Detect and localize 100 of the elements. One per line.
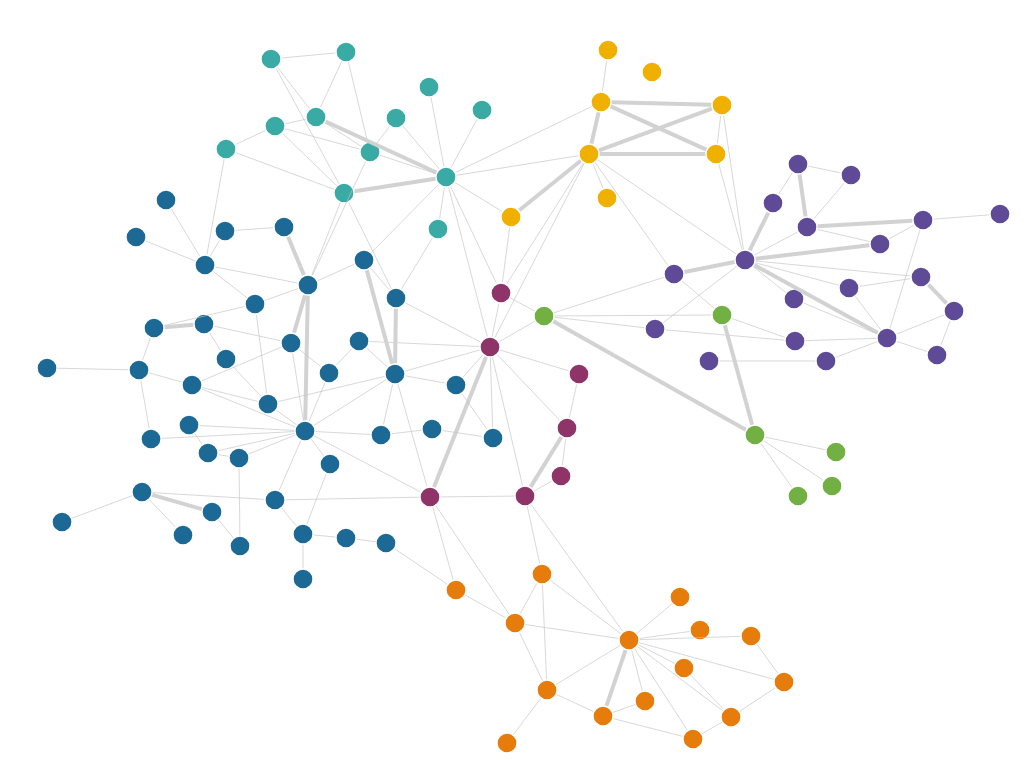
network-edge: [232, 366, 262, 397]
network-edge: [722, 324, 755, 426]
network-edge: [276, 409, 297, 426]
network-edge: [569, 384, 578, 418]
network-node: [178, 414, 200, 436]
network-node: [36, 357, 58, 379]
network-node: [197, 442, 219, 464]
network-node: [669, 586, 691, 608]
network-node: [375, 532, 397, 554]
network-edge: [303, 295, 310, 421]
network-node: [181, 374, 203, 396]
network-edge: [435, 505, 510, 615]
network-edge: [366, 347, 388, 368]
network-edge: [164, 306, 245, 326]
network-edge: [797, 174, 808, 217]
network-edge: [324, 122, 362, 147]
network-node: [762, 192, 784, 214]
network-edge: [756, 644, 779, 674]
network-edge: [519, 583, 538, 614]
network-edge: [71, 495, 133, 519]
network-edge: [206, 159, 225, 255]
network-node: [292, 523, 314, 545]
network-edge: [755, 260, 911, 277]
network-edge: [306, 473, 327, 525]
network-edge: [442, 430, 483, 437]
network-node: [500, 206, 522, 228]
network-edge: [405, 375, 446, 384]
network-edge: [594, 162, 669, 266]
network-node: [578, 143, 600, 165]
network-node: [531, 563, 553, 585]
network-edge: [636, 603, 673, 634]
network-edge: [760, 443, 793, 488]
network-edge: [896, 341, 928, 352]
network-edge: [314, 435, 421, 493]
network-edge: [292, 353, 304, 421]
network-edge: [277, 67, 310, 109]
network-edge: [718, 163, 743, 251]
network-edge: [803, 302, 878, 335]
network-node: [926, 344, 948, 366]
network-node: [840, 164, 862, 186]
network-node: [435, 166, 457, 188]
network-node: [734, 249, 756, 271]
network-node: [359, 141, 381, 163]
network-edge: [218, 519, 234, 539]
network-node: [294, 420, 316, 442]
network-edge: [598, 106, 713, 153]
network-edge: [248, 434, 296, 455]
network-edge: [519, 632, 543, 681]
network-node: [305, 106, 327, 128]
network-edge: [235, 130, 266, 145]
network-edge: [739, 687, 776, 712]
network-node: [172, 524, 194, 546]
network-edge: [562, 438, 567, 466]
network-node: [783, 288, 805, 310]
network-edge: [404, 349, 481, 372]
network-node: [128, 359, 150, 381]
network-edge: [510, 297, 535, 312]
network-node: [744, 424, 766, 446]
network-node: [815, 350, 837, 372]
network-edge: [145, 240, 196, 262]
network-edge: [142, 337, 151, 361]
network-edge: [455, 106, 592, 173]
network-edge: [152, 492, 265, 500]
network-node: [663, 263, 685, 285]
network-edge: [432, 506, 454, 581]
network-node: [131, 481, 153, 503]
network-edge: [534, 480, 552, 492]
network-edge: [765, 436, 826, 451]
network-node: [292, 568, 314, 590]
network-node: [943, 300, 965, 322]
network-edge: [402, 125, 440, 170]
network-edge: [335, 348, 353, 366]
network-edge: [554, 316, 645, 329]
network-node: [533, 305, 555, 327]
network-node: [514, 485, 536, 507]
network-edge: [604, 649, 628, 707]
network-node: [496, 732, 518, 754]
network-edge: [681, 280, 715, 309]
network-edge: [320, 61, 342, 108]
network-edge: [440, 495, 515, 498]
network-edge: [281, 52, 336, 59]
network-edge: [324, 119, 438, 175]
network-edge: [889, 229, 921, 329]
network-edge: [462, 354, 484, 378]
network-edge: [348, 202, 392, 289]
network-edge: [364, 269, 395, 365]
network-edge: [465, 594, 507, 619]
network-node: [348, 330, 370, 352]
network-edge: [308, 382, 326, 422]
network-node: [297, 274, 319, 296]
network-node: [711, 304, 733, 326]
network-edge: [311, 202, 341, 276]
network-edge: [201, 388, 296, 428]
network-node: [536, 679, 558, 701]
network-node: [773, 671, 795, 693]
network-node: [445, 374, 467, 396]
network-edge: [209, 332, 221, 351]
network-node: [51, 511, 73, 533]
network-node: [634, 690, 656, 712]
network-edge: [778, 172, 793, 195]
